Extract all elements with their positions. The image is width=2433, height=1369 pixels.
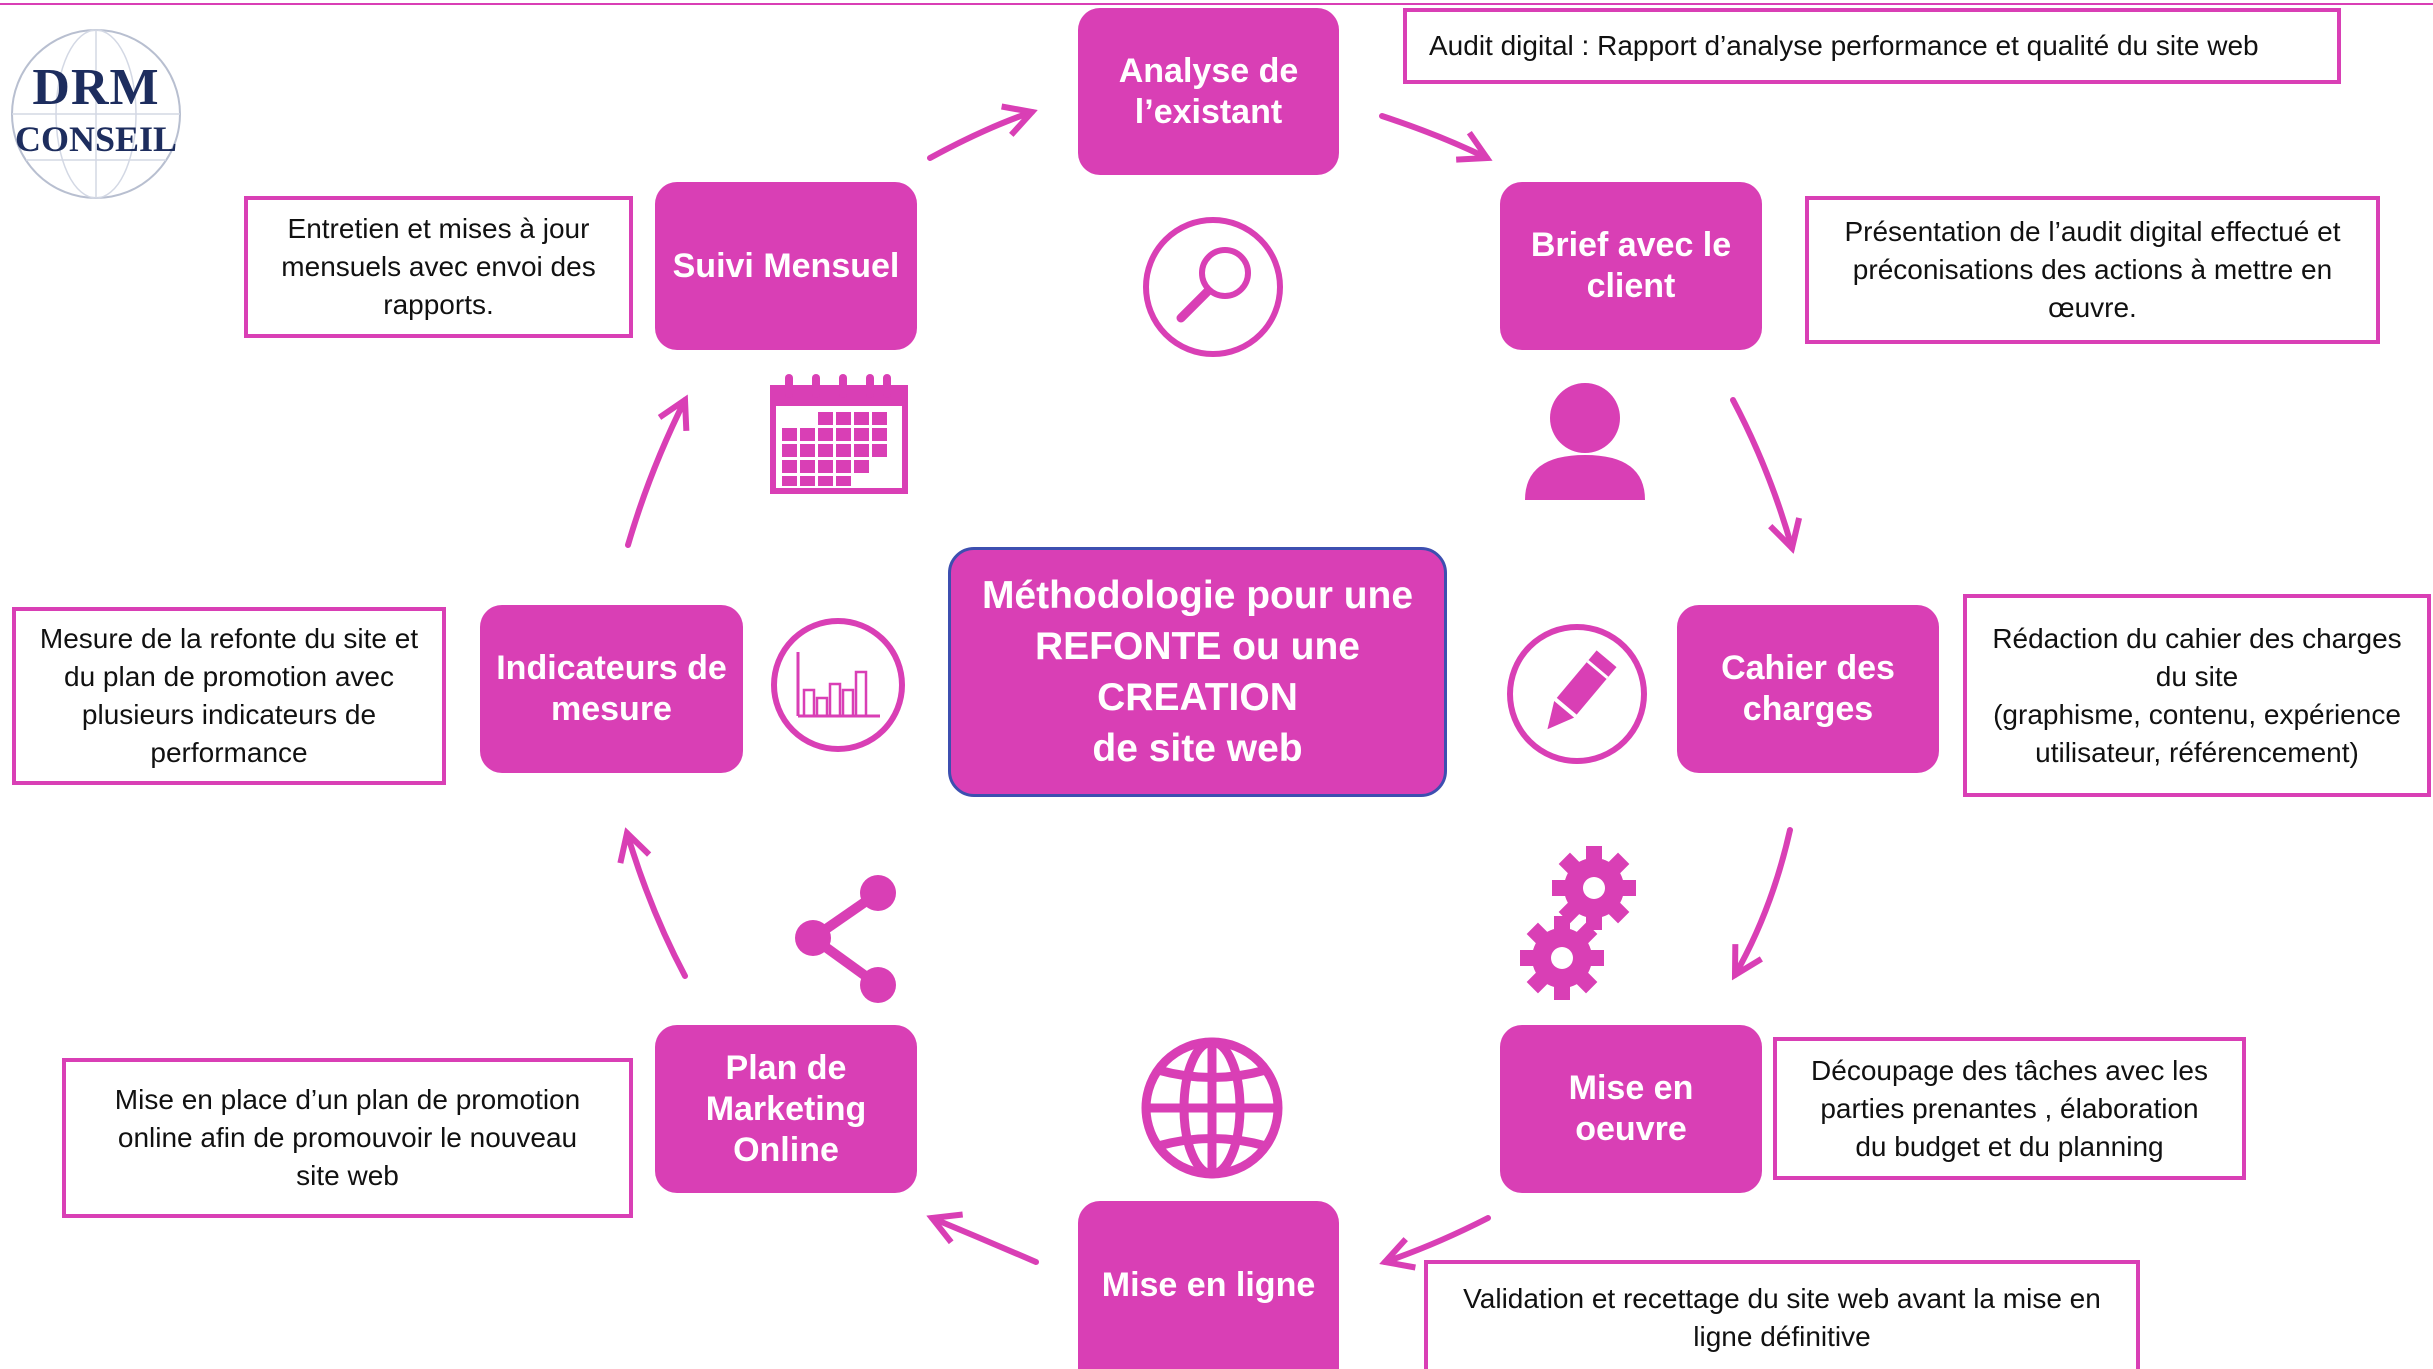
- bar-chart-icon: [771, 618, 905, 752]
- drm-conseil-logo: DRM CONSEIL: [6, 28, 186, 200]
- center-title: Méthodologie pour une REFONTE ou une CRE…: [948, 547, 1447, 797]
- magnifier-icon: [1143, 217, 1283, 357]
- note-audit-digital: Audit digital : Rapport d’analyse perfor…: [1403, 8, 2341, 84]
- note-entretien-mises-a-jour: Entretien et mises à jour mensuels avec …: [244, 196, 633, 338]
- step-mise-en-ligne: Mise en ligne: [1078, 1201, 1339, 1369]
- arrow-ligne-to-marketing: [932, 1218, 1039, 1265]
- step-brief-client: Brief avec le client: [1500, 182, 1762, 350]
- step-mise-en-oeuvre: Mise en oeuvre: [1500, 1025, 1762, 1193]
- arrow-suivi-to-analyse: [927, 112, 1032, 161]
- note-redaction-cahier: Rédaction du cahier des charges du site …: [1963, 594, 2431, 797]
- step-indicateurs-de-mesure: Indicateurs de mesure: [480, 605, 743, 773]
- logo-line-1: DRM: [32, 59, 160, 116]
- note-decoupage-taches: Découpage des tâches avec les parties pr…: [1773, 1037, 2246, 1180]
- step-plan-marketing-online: Plan de Marketing Online: [655, 1025, 917, 1193]
- note-presentation-audit: Présentation de l’audit digital effectué…: [1805, 196, 2380, 344]
- step-suivi-mensuel: Suivi Mensuel: [655, 182, 917, 350]
- user-icon: [1525, 383, 1645, 500]
- step-cahier-des-charges: Cahier des charges: [1677, 605, 1939, 773]
- step-analyse-existant: Analyse de l’existant: [1078, 8, 1339, 175]
- calendar-icon: [770, 374, 908, 494]
- globe-icon: [1141, 1037, 1283, 1179]
- note-mesure-refonte: Mesure de la refonte du site et du plan …: [12, 607, 446, 785]
- arrow-marketing-to-indicateurs: [627, 833, 688, 979]
- arrow-brief-to-cahier: [1730, 397, 1792, 548]
- arrow-oeuvre-to-ligne: [1385, 1215, 1491, 1262]
- arrow-indicateurs-to-suivi: [625, 400, 685, 548]
- pencil-icon: [1507, 624, 1647, 764]
- share-icon: [795, 875, 896, 1003]
- note-validation-recettage: Validation et recettage du site web avan…: [1424, 1260, 2140, 1369]
- gears-icon: [1520, 846, 1636, 1000]
- logo-line-2: CONSEIL: [14, 119, 178, 159]
- note-plan-promotion: Mise en place d’un plan de promotion onl…: [62, 1058, 633, 1218]
- arrow-cahier-to-oeuvre: [1735, 827, 1793, 975]
- arrow-analyse-to-brief: [1379, 113, 1487, 158]
- top-divider: [0, 3, 2433, 5]
